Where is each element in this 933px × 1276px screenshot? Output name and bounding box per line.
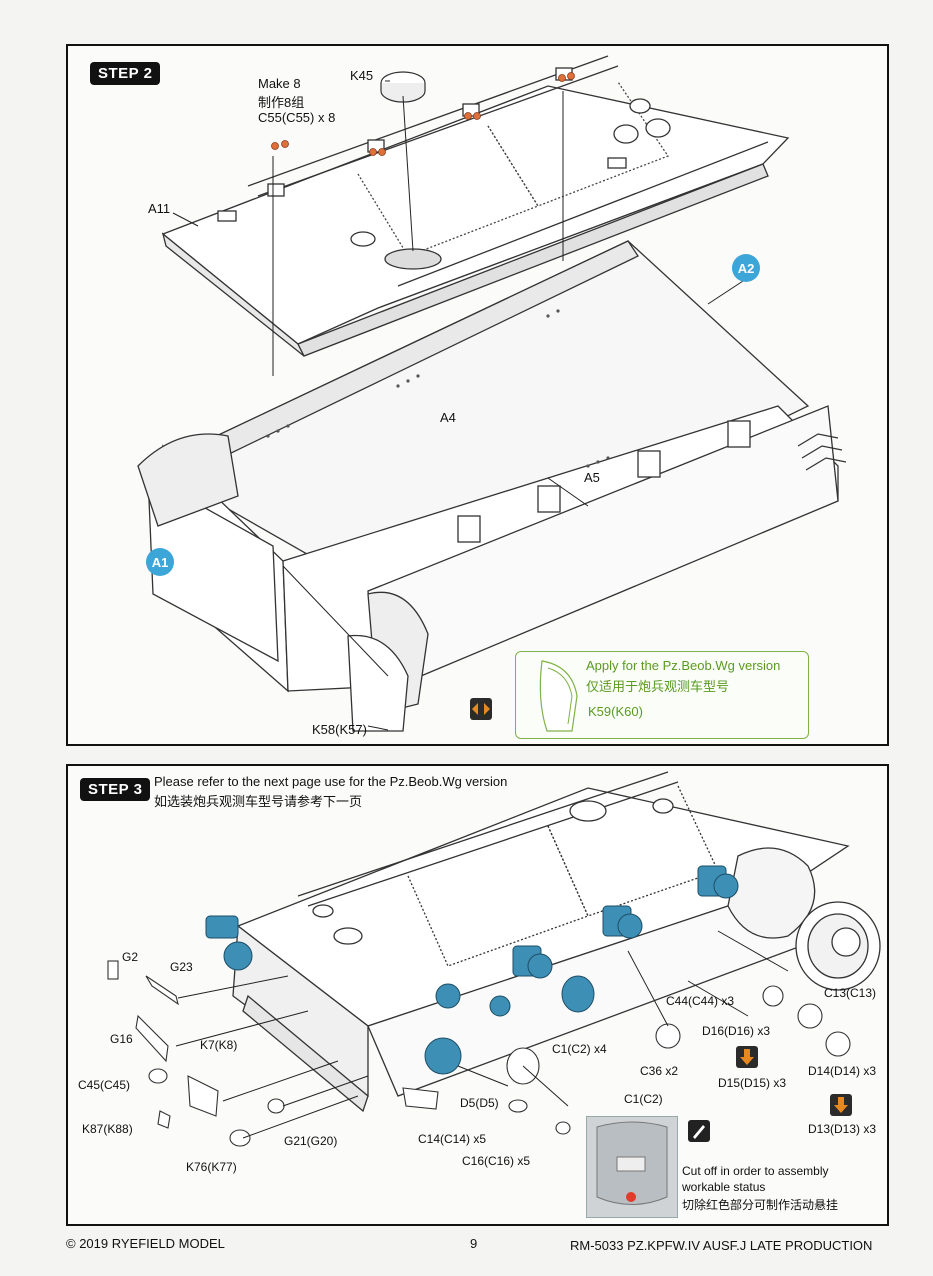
k59-part-drawing: [539, 660, 578, 732]
cut-note-cn: 切除红色部分可制作活动悬挂: [682, 1198, 839, 1212]
label-k59: K59(K60): [588, 704, 643, 719]
label-a4: A4: [440, 410, 456, 425]
marker-a1: A1: [146, 548, 174, 576]
footer-copyright: © 2019 RYEFIELD MODEL: [66, 1236, 225, 1251]
blue-suspension-parts: [205, 865, 739, 1075]
step2-drawing: [137, 55, 847, 732]
label-d5: D5(D5): [460, 1096, 499, 1110]
label-c13: C13(C13): [824, 986, 877, 1000]
label-c16: C16(C16) x5: [462, 1154, 531, 1168]
c55-parts: [271, 72, 575, 156]
cut-off-inset: [586, 1116, 678, 1218]
label-c44: C44(C44) x3: [666, 994, 735, 1008]
direction-down-icon-d15: [736, 1046, 758, 1068]
beob-note-box: Apply for the Pz.Beob.Wg version 仅适用于炮兵观…: [515, 651, 809, 739]
footer-product: RM-5033 PZ.KPFW.IV AUSF.J LATE PRODUCTIO…: [570, 1238, 873, 1253]
label-k45: K45: [350, 68, 374, 83]
label-a11: A11: [148, 201, 171, 216]
label-make8-en: Make 8: [258, 76, 301, 91]
direction-down-icon-d13: [830, 1094, 852, 1116]
label-k58: K58(K57): [312, 722, 367, 737]
rivets: [266, 309, 610, 468]
label-make8-cn: 制作8组: [258, 95, 305, 110]
knife-icon: [688, 1120, 710, 1142]
assembled-hull: [232, 771, 881, 1113]
label-d14: D14(D14) x3: [808, 1064, 877, 1078]
label-g2: G2: [122, 950, 139, 964]
cut-note-line1: Cut off in order to assembly: [682, 1164, 829, 1178]
loose-parts: [107, 960, 851, 1147]
step3-badge: STEP 3: [80, 778, 151, 801]
label-c45: C45(C45): [78, 1078, 131, 1092]
label-c55: C55(C55) x 8: [258, 110, 336, 125]
label-a5: A5: [584, 470, 600, 485]
label-g23: G23: [170, 960, 193, 974]
step3-instruction-cn: 如选装炮兵观测车型号请参考下一页: [154, 794, 363, 809]
step3-panel: STEP 3 Please refer to the next page use…: [66, 764, 889, 1226]
footer-page-number: 9: [470, 1236, 478, 1251]
label-c14: C14(C14) x5: [418, 1132, 487, 1146]
label-g21: G21(G20): [284, 1134, 338, 1148]
marker-a2: A2: [732, 254, 760, 282]
step3-drawing: [107, 771, 881, 1147]
lower-hull: [137, 240, 847, 732]
direction-swap-icon: [470, 698, 492, 720]
label-k7: K7(K8): [200, 1038, 238, 1052]
label-d15: D15(D15) x3: [718, 1076, 787, 1090]
label-c1-x4: C1(C2) x4: [552, 1042, 607, 1056]
label-c36: C36 x2: [640, 1064, 679, 1078]
label-d13: D13(D13) x3: [808, 1122, 877, 1136]
label-k87: K87(K88): [82, 1122, 133, 1136]
hull-top-plate: [161, 55, 790, 357]
label-g16: G16: [110, 1032, 133, 1046]
beob-note-cn: 仅适用于炮兵观测车型号: [586, 679, 730, 694]
beob-note-en: Apply for the Pz.Beob.Wg version: [586, 658, 781, 673]
label-k76: K76(K77): [186, 1160, 237, 1174]
label-c1-inset: C1(C2): [624, 1092, 663, 1106]
k45-hatch: [380, 71, 426, 103]
step2-badge: STEP 2: [90, 62, 161, 85]
step3-assembly-lines: [175, 930, 789, 1139]
cut-note-line2: workable status: [682, 1180, 766, 1194]
step2-panel: STEP 2: [66, 44, 889, 746]
label-d16: D16(D16) x3: [702, 1024, 771, 1038]
assembly-lines: [172, 80, 744, 731]
step3-instruction-en: Please refer to the next page use for th…: [154, 774, 508, 789]
